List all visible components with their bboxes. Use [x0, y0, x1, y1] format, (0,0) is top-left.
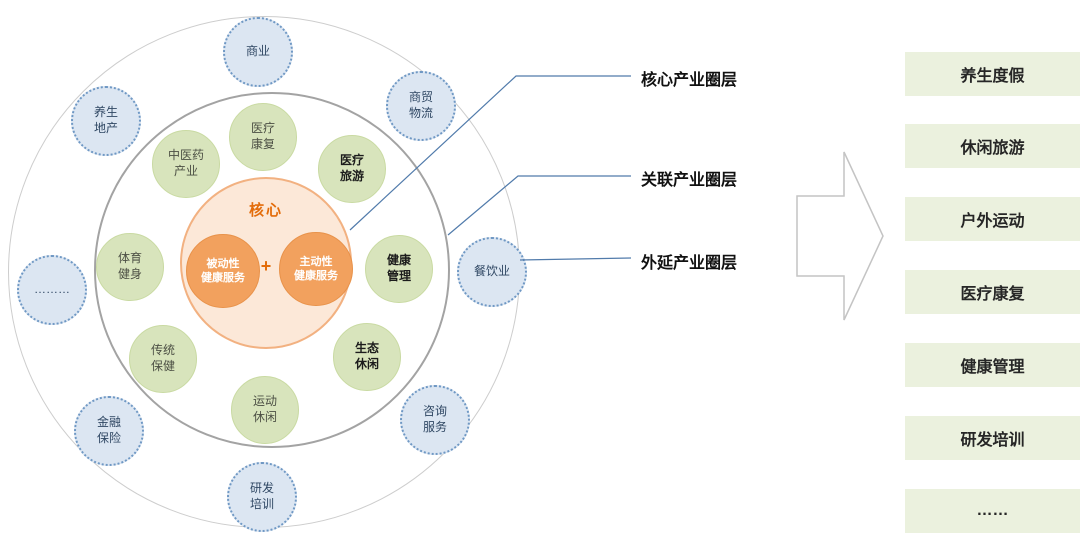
bubble-label-line: 健身 — [117, 267, 142, 281]
bubble-label-line: 保险 — [96, 431, 121, 445]
bubble-label-line: 休闲 — [252, 410, 277, 424]
bubble-label-line: 保健 — [150, 359, 175, 373]
bubble-label-line: 咨询 — [422, 404, 447, 419]
bubble-label-line: 物流 — [408, 106, 433, 120]
bubble-label-line: 康复 — [250, 137, 275, 151]
bubble-ellipsis: ……… — [17, 255, 87, 325]
list-item-outdoor-sports: 户外运动 — [905, 197, 1080, 241]
bubble-label-line: 健康服务 — [294, 270, 338, 282]
bubble-label-line: 运动 — [252, 394, 277, 409]
bubble-ecological-leisure: 生态 休闲 — [333, 323, 401, 391]
bubble-label-line: 商业 — [245, 44, 270, 59]
bubble-label-line: 主动性 — [299, 255, 333, 268]
bubble-trade-logistics: 商贸 物流 — [386, 71, 456, 141]
bubble-label-line: 管理 — [386, 269, 411, 283]
list-item-ellipsis: …… — [905, 489, 1080, 533]
bubble-finance-insurance: 金融 保险 — [74, 396, 144, 466]
bubble-label-line: 产业 — [173, 164, 198, 178]
label-extended-industry-layer: 外延产业圈层 — [641, 255, 738, 272]
bubble-label-line: 休闲 — [354, 357, 379, 371]
label-core-industry-layer: 核心产业圈层 — [641, 72, 738, 89]
bubble-label-line: 中医药 — [167, 148, 204, 163]
bubble-consulting-services: 咨询 服务 — [400, 385, 470, 455]
bubble-commerce: 商业 — [223, 17, 293, 87]
list-item-rd-training: 研发培训 — [905, 416, 1080, 460]
bubble-label-line: 商贸 — [408, 90, 433, 105]
list-item-health-vacation: 养生度假 — [905, 52, 1080, 96]
bubble-label-line: 服务 — [422, 420, 447, 434]
bubble-label-line: 地产 — [93, 121, 118, 135]
bubble-label-line: 生态 — [354, 341, 379, 356]
bubble-label-line: 养生 — [93, 105, 118, 120]
bubble-health-management: 健康 管理 — [365, 235, 433, 303]
bubble-sports-leisure: 运动 休闲 — [231, 376, 299, 444]
bubble-label-line: 金融 — [96, 415, 121, 430]
bubble-tcm-industry: 中医药 产业 — [152, 130, 220, 198]
bubble-traditional-healthcare: 传统 保健 — [129, 325, 197, 393]
bubble-label-line: ……… — [34, 282, 70, 297]
bubble-label-line: 培训 — [249, 497, 274, 511]
bubble-medical-rehabilitation: 医疗 康复 — [229, 103, 297, 171]
bubble-label-line: 研发 — [249, 481, 274, 496]
bubble-label-line: 旅游 — [339, 169, 364, 183]
bubble-sports-fitness: 体育 健身 — [96, 233, 164, 301]
list-item-health-management: 健康管理 — [905, 343, 1080, 387]
list-item-medical-rehabilitation: 医疗康复 — [905, 270, 1080, 314]
bubble-label-line: 餐饮业 — [473, 264, 510, 279]
bubble-health-real-estate: 养生 地产 — [71, 86, 141, 156]
bubble-rd-training: 研发 培训 — [227, 462, 297, 532]
bubble-label-line: 体育 — [117, 251, 142, 266]
bubble-label-line: 被动性 — [206, 257, 240, 270]
bubble-label-line: 传统 — [150, 343, 175, 358]
core-title: 核心 — [248, 202, 283, 219]
bubble-passive-health-services: 被动性 健康服务 — [186, 234, 260, 308]
bubble-active-health-services: 主动性 健康服务 — [279, 232, 353, 306]
bubble-medical-tourism: 医疗 旅游 — [318, 135, 386, 203]
plus-sign: + — [260, 256, 272, 276]
label-related-industry-layer: 关联产业圈层 — [641, 172, 738, 189]
list-item-leisure-tourism: 休闲旅游 — [905, 124, 1080, 168]
bubble-label-line: 健康 — [386, 253, 411, 268]
related-industry-ring — [94, 92, 450, 448]
bubble-label-line: 健康服务 — [201, 272, 245, 284]
callout-line-extended — [519, 257, 632, 261]
bubble-catering: 餐饮业 — [457, 237, 527, 307]
bubble-label-line: 医疗 — [339, 153, 364, 168]
right-arrow-icon — [796, 151, 884, 321]
bubble-label-line: 医疗 — [250, 121, 275, 136]
